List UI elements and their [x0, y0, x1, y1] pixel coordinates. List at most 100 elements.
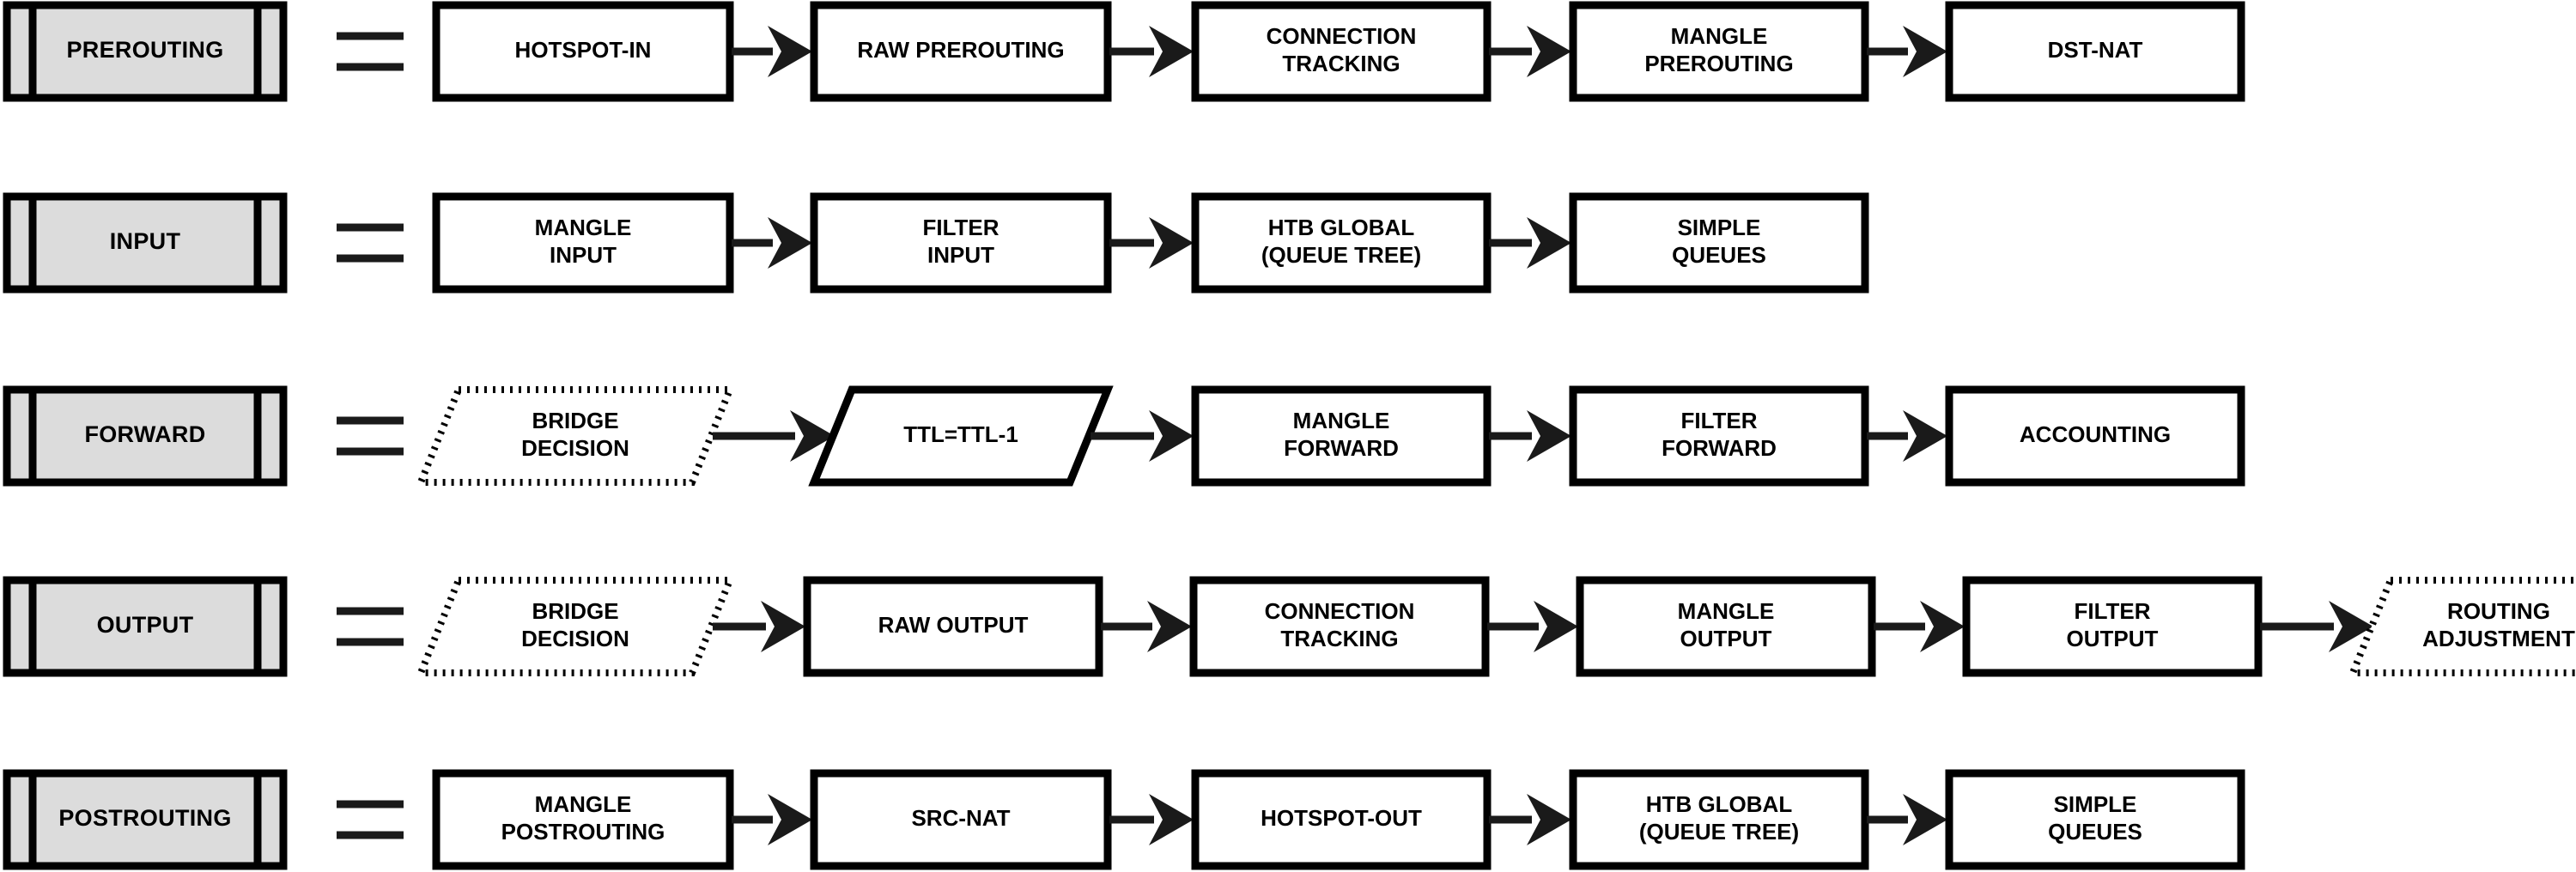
node-input-filter-input-label-line-2: INPUT: [927, 242, 994, 268]
node-output-raw-output-shape: [803, 576, 1103, 677]
node-postrouting-htb-global-queue-tree[interactable]: HTB GLOBAL(QUEUE TREE): [1569, 769, 1869, 870]
connector-arrow-output-1: [713, 601, 805, 652]
chain-output-outer-rect: [3, 576, 288, 677]
node-output-routing-adjustment-label-line-1: ROUTING: [2447, 598, 2550, 624]
node-output-mangle-output-label-line-1: MANGLE: [1678, 598, 1775, 624]
arrow-head-icon: [1527, 26, 1571, 77]
arrow-head-icon: [1903, 26, 1947, 77]
arrow-head-icon: [1147, 601, 1192, 652]
connector-arrow-prerouting-2: [1109, 26, 1194, 77]
connector-arrow-output-5: [2260, 601, 2373, 652]
node-output-filter-output-shape: [1962, 576, 2263, 677]
row-prerouting: PREROUTING HOTSPOT-IN RAW PREROUTING CONNEC…: [3, 1, 2245, 102]
chain-forward-label-line-1: FORWARD: [84, 421, 205, 447]
node-postrouting-src-nat-label-line-1: SRC-NAT: [911, 805, 1010, 831]
arrow-head-icon: [1149, 26, 1194, 77]
chain-prerouting-box[interactable]: PREROUTING: [3, 1, 288, 102]
arrow-head-icon: [1149, 794, 1194, 845]
chain-forward-box[interactable]: FORWARD: [3, 385, 288, 487]
arrow-head-icon: [768, 217, 812, 269]
node-forward-ttl-ttl-1[interactable]: TTL=TTL-1: [808, 385, 1114, 487]
chain-postrouting-outer-rect: [3, 769, 288, 870]
arrow-head-icon: [768, 26, 812, 77]
chain-output-label-line-1: OUTPUT: [97, 612, 194, 638]
equals-sign-postrouting: [337, 800, 404, 839]
chain-prerouting-label-line-1: PREROUTING: [66, 37, 223, 63]
node-postrouting-hotspot-out-label-line-1: HOTSPOT-OUT: [1261, 805, 1422, 831]
node-input-simple-queues-label-line-1: SIMPLE: [1678, 215, 1761, 240]
node-input-filter-input-shape: [810, 192, 1112, 294]
node-input-htb-global-queue-tree[interactable]: HTB GLOBAL(QUEUE TREE): [1191, 192, 1492, 294]
node-postrouting-hotspot-out-shape: [1191, 769, 1492, 870]
connector-arrow-input-3: [1489, 217, 1571, 269]
node-prerouting-connection-tracking-shape: [1191, 1, 1492, 102]
node-input-mangle-input-label-line-1: MANGLE: [535, 215, 632, 240]
node-input-mangle-input-shape: [432, 192, 734, 294]
arrow-head-icon: [1527, 217, 1571, 269]
node-forward-filter-forward-shape: [1569, 385, 1869, 487]
node-postrouting-simple-queues-label-line-1: SIMPLE: [2054, 791, 2137, 817]
node-output-raw-output[interactable]: RAW OUTPUT: [803, 576, 1103, 677]
node-output-bridge-decision-shape: [416, 577, 735, 676]
arrow-head-icon: [768, 794, 812, 845]
node-forward-bridge-decision-shape: [416, 386, 735, 486]
connector-arrow-prerouting-3: [1489, 26, 1571, 77]
node-postrouting-htb-global-queue-tree-label-line-1: HTB GLOBAL: [1646, 791, 1793, 817]
node-prerouting-dst-nat[interactable]: DST-NAT: [1945, 1, 2245, 102]
node-input-htb-global-queue-tree-label-line-2: (QUEUE TREE): [1261, 242, 1421, 268]
node-prerouting-hotspot-in-label-line-1: HOTSPOT-IN: [515, 37, 652, 63]
node-postrouting-htb-global-queue-tree-label-line-2: (QUEUE TREE): [1639, 819, 1799, 845]
arrow-head-icon: [1149, 217, 1194, 269]
connector-arrow-forward-4: [1867, 410, 1947, 462]
chain-postrouting-box[interactable]: POSTROUTING: [3, 769, 288, 870]
node-prerouting-connection-tracking-label-line-2: TRACKING: [1282, 51, 1400, 76]
chain-input-box[interactable]: INPUT: [3, 192, 288, 294]
node-forward-bridge-decision-label-line-2: DECISION: [521, 435, 629, 461]
node-output-bridge-decision-label-line-2: DECISION: [521, 626, 629, 651]
node-output-bridge-decision-label-line-1: BRIDGE: [532, 598, 618, 624]
node-postrouting-src-nat[interactable]: SRC-NAT: [810, 769, 1112, 870]
node-input-htb-global-queue-tree-label-line-1: HTB GLOBAL: [1268, 215, 1415, 240]
node-input-filter-input-label-line-1: FILTER: [922, 215, 999, 240]
connector-arrow-postrouting-2: [1109, 794, 1194, 845]
node-forward-ttl-ttl-1-label-line-1: TTL=TTL-1: [903, 421, 1018, 447]
node-output-mangle-output-shape: [1576, 576, 1876, 677]
node-prerouting-hotspot-in-shape: [432, 1, 734, 102]
connector-arrow-prerouting-1: [732, 26, 812, 77]
node-postrouting-mangle-postrouting-label-line-1: MANGLE: [535, 791, 632, 817]
node-postrouting-mangle-postrouting-label-line-2: POSTROUTING: [501, 819, 665, 845]
chain-prerouting-outer-rect: [3, 1, 288, 102]
chain-input-outer-rect: [3, 192, 288, 294]
node-prerouting-dst-nat-shape: [1945, 1, 2245, 102]
node-prerouting-hotspot-in[interactable]: HOTSPOT-IN: [432, 1, 734, 102]
node-prerouting-raw-prerouting[interactable]: RAW PREROUTING: [810, 1, 1112, 102]
node-prerouting-mangle-prerouting-label-line-2: PREROUTING: [1644, 51, 1793, 76]
node-output-routing-adjustment-label-line-2: ADJUSTMENT: [2422, 626, 2575, 651]
connector-arrow-forward-2: [1091, 410, 1194, 462]
arrow-head-icon: [1149, 410, 1194, 462]
node-postrouting-htb-global-queue-tree-shape: [1569, 769, 1869, 870]
arrow-head-icon: [2329, 601, 2373, 652]
node-forward-accounting[interactable]: ACCOUNTING: [1945, 385, 2245, 487]
node-postrouting-hotspot-out[interactable]: HOTSPOT-OUT: [1191, 769, 1492, 870]
chain-output-box[interactable]: OUTPUT: [3, 576, 288, 677]
